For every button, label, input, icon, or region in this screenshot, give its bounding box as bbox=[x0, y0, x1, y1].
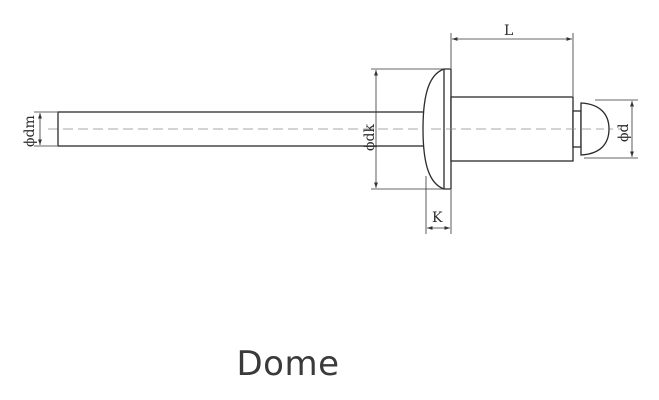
dk-label: ϕdk bbox=[362, 123, 378, 151]
dm-label: ϕdm bbox=[22, 115, 38, 147]
k-label: K bbox=[432, 210, 443, 226]
mandrel-ball bbox=[580, 102, 610, 156]
l-label: L bbox=[504, 23, 513, 39]
diagram-caption: Dome bbox=[236, 344, 340, 384]
d-label: ϕd bbox=[616, 123, 632, 142]
